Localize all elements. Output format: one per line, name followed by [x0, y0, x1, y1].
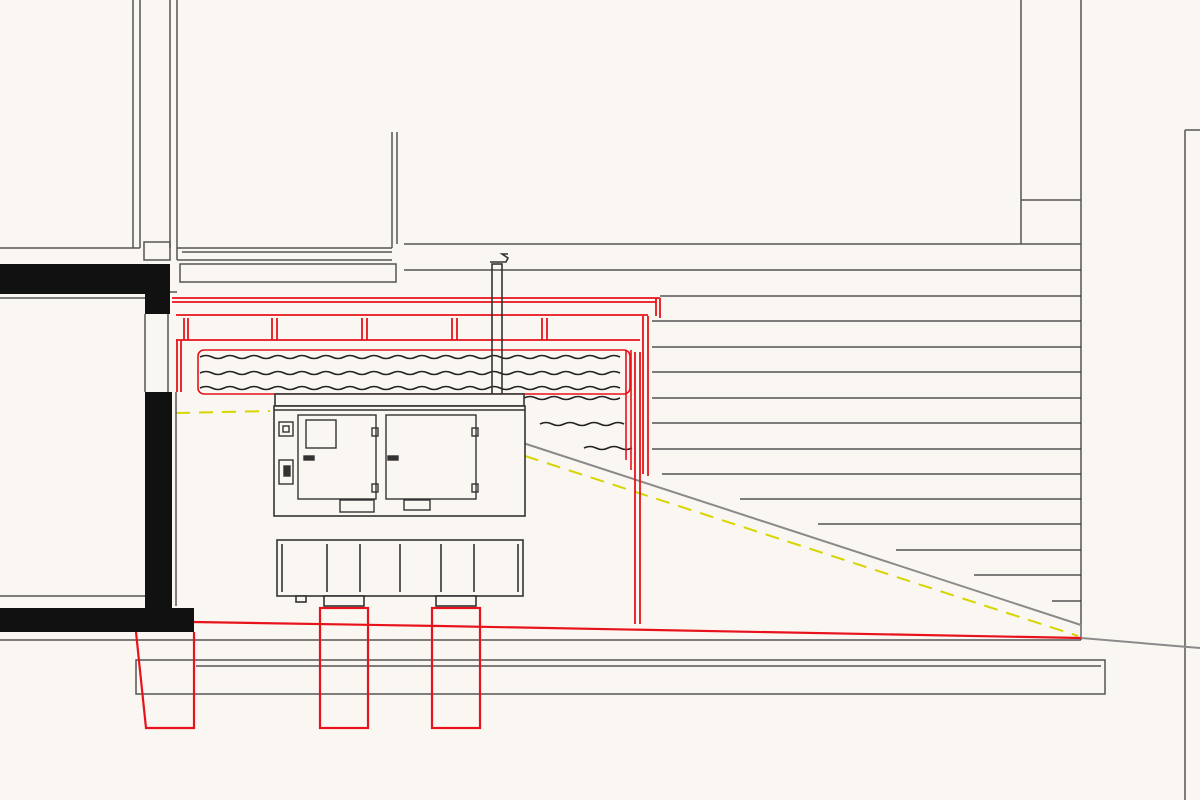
upper-right-wall — [404, 0, 1082, 640]
concrete-pedestals — [134, 606, 1082, 730]
canopy-tube-bundles — [197, 349, 633, 470]
dashed-excavation-outline — [175, 410, 1079, 637]
access-doors — [297, 414, 479, 513]
control-panel — [278, 421, 294, 485]
stepped-earth-hatching — [404, 269, 1081, 602]
concrete-slab-wall — [0, 264, 194, 632]
exhaust-flue — [490, 253, 510, 399]
generator-base — [276, 539, 524, 607]
sloped-ground-line — [519, 441, 1200, 649]
right-boundary-wall — [1184, 129, 1200, 800]
steel-canopy-frame — [172, 297, 661, 624]
diesel-generator-enclosure — [273, 393, 526, 517]
foundation-slab — [135, 659, 1106, 695]
upper-building-wall — [0, 0, 398, 283]
